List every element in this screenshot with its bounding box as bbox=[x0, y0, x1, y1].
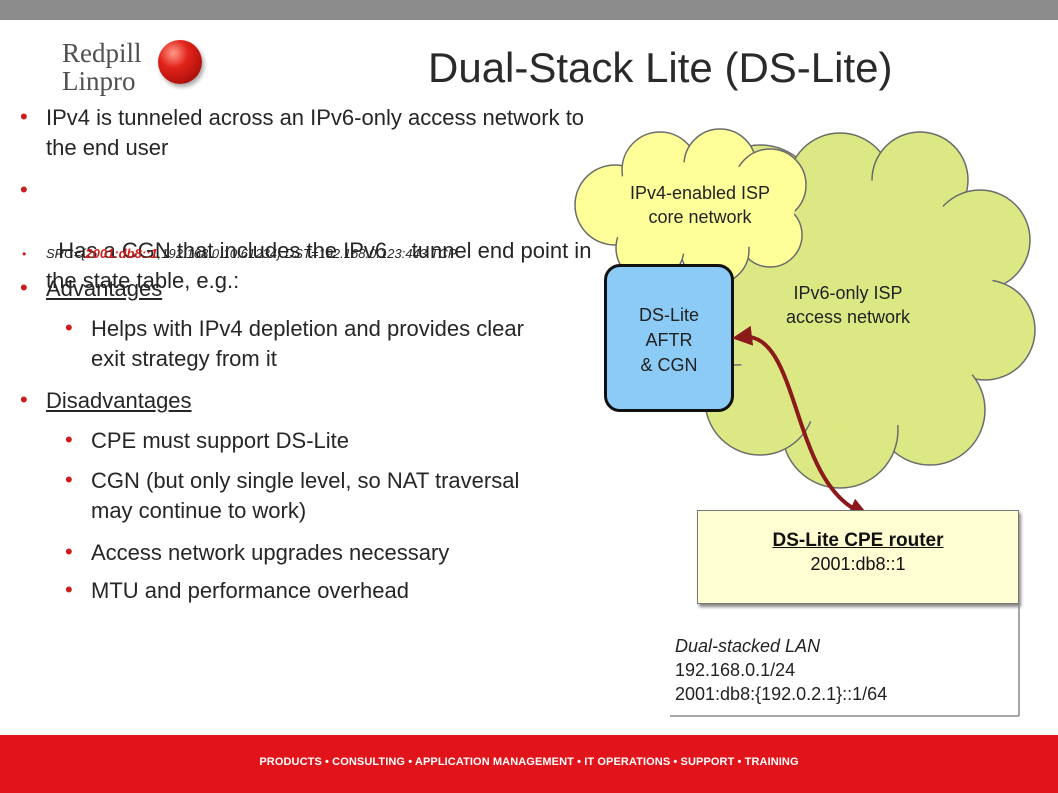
bullet-dot-icon: • bbox=[65, 315, 73, 340]
bullet-dot-icon: • bbox=[20, 387, 28, 412]
lan-label: Dual-stacked LAN bbox=[675, 636, 821, 656]
bullet-dot-icon: • bbox=[65, 577, 73, 602]
disadv-item: • CPE must support DS-Lite bbox=[65, 426, 349, 456]
footer-text: PRODUCTS • CONSULTING • APPLICATION MANA… bbox=[259, 756, 799, 768]
bullet-cgn-state: • Has a CGN that includes the IPv6 tunne… bbox=[20, 176, 606, 296]
example-ipv6-address: 2001:db8::1 bbox=[85, 246, 158, 261]
adv-item: • Helps with IPv4 depletion and provides… bbox=[65, 314, 561, 374]
example-prefix: SRC={ bbox=[46, 246, 86, 261]
aftr-line1: DS-Lite bbox=[638, 305, 700, 325]
ipv4-cloud-label: IPv4-enabled ISP core network bbox=[590, 181, 810, 229]
bullet-dot-icon: • bbox=[65, 539, 73, 564]
bullet-disadvantages: • Disadvantages bbox=[20, 386, 192, 416]
red-pill-ball-icon bbox=[158, 40, 202, 84]
aftr-line2: AFTR bbox=[645, 330, 693, 350]
top-bar bbox=[0, 0, 1058, 20]
bullet-dot-icon: • bbox=[20, 177, 28, 202]
disadvantages-heading: Disadvantages bbox=[46, 388, 192, 413]
logo-text-line1: Redpill bbox=[62, 38, 142, 68]
bullet-dot-icon: • bbox=[65, 427, 73, 452]
footer-bar: PRODUCTS • CONSULTING • APPLICATION MANA… bbox=[0, 735, 1058, 793]
disadv-item: • CGN (but only single level, so NAT tra… bbox=[65, 466, 531, 526]
disadv-item-text: CGN (but only single level, so NAT trave… bbox=[91, 468, 520, 523]
ipv4-cloud-line1: IPv4-enabled ISP bbox=[629, 183, 771, 203]
disadv-item: • MTU and performance overhead bbox=[65, 576, 409, 606]
ipv6-cloud-line1: IPv6-only ISP bbox=[793, 283, 903, 303]
disadv-item: • Access network upgrades necessary bbox=[65, 538, 450, 568]
slide-title: Dual-Stack Lite (DS-Lite) bbox=[428, 44, 893, 91]
bullet-tunneled: • IPv4 is tunneled across an IPv6-only a… bbox=[20, 103, 586, 163]
ipv6-cloud-label: IPv6-only ISP access network bbox=[748, 281, 948, 329]
lan-ipv4: 192.168.0.1/24 bbox=[675, 660, 796, 680]
bullet-advantages: • Advantages bbox=[20, 274, 163, 304]
redpill-linpro-logo: Redpill Linpro bbox=[62, 34, 212, 102]
cpe-address: 2001:db8::1 bbox=[810, 554, 906, 574]
aftr-line3: & CGN bbox=[640, 355, 698, 375]
lan-ipv6: 2001:db8:{192.0.2.1}::1/64 bbox=[675, 684, 888, 704]
example-suffix: ,192.168.0.10:61234} DST=192.168.0.123:4… bbox=[157, 246, 457, 261]
advantages-heading: Advantages bbox=[46, 276, 163, 301]
disadv-item-text: MTU and performance overhead bbox=[91, 578, 409, 603]
lan-info: Dual-stacked LAN 192.168.0.1/24 2001:db8… bbox=[675, 634, 887, 706]
logo-text-line2: Linpro bbox=[62, 66, 136, 96]
disadv-item-text: CPE must support DS-Lite bbox=[91, 428, 349, 453]
bullet-dot-icon: • bbox=[20, 104, 28, 129]
disadv-item-text: Access network upgrades necessary bbox=[91, 540, 450, 565]
adv-item-text: Helps with IPv4 depletion and provides c… bbox=[91, 316, 524, 371]
bullet-dot-icon: • bbox=[20, 275, 28, 300]
bullet-dot-icon: • bbox=[22, 247, 27, 261]
aftr-cgn-box: DS-Lite AFTR & CGN bbox=[604, 264, 734, 412]
bullet-example: • SRC={2001:db8::1,192.168.0.10:61234} D… bbox=[22, 246, 566, 262]
cpe-router-box: DS-Lite CPE router 2001:db8::1 bbox=[697, 510, 1019, 604]
cpe-title: DS-Lite CPE router bbox=[772, 530, 944, 551]
ipv6-cloud-line2: access network bbox=[785, 307, 911, 327]
bullet-text: IPv4 is tunneled across an IPv6-only acc… bbox=[46, 105, 585, 160]
ipv4-cloud-line2: core network bbox=[648, 207, 752, 227]
bullet-dot-icon: • bbox=[65, 467, 73, 492]
bullet-text: Has a CGN that includes the IPv6 tunnel … bbox=[46, 238, 598, 293]
